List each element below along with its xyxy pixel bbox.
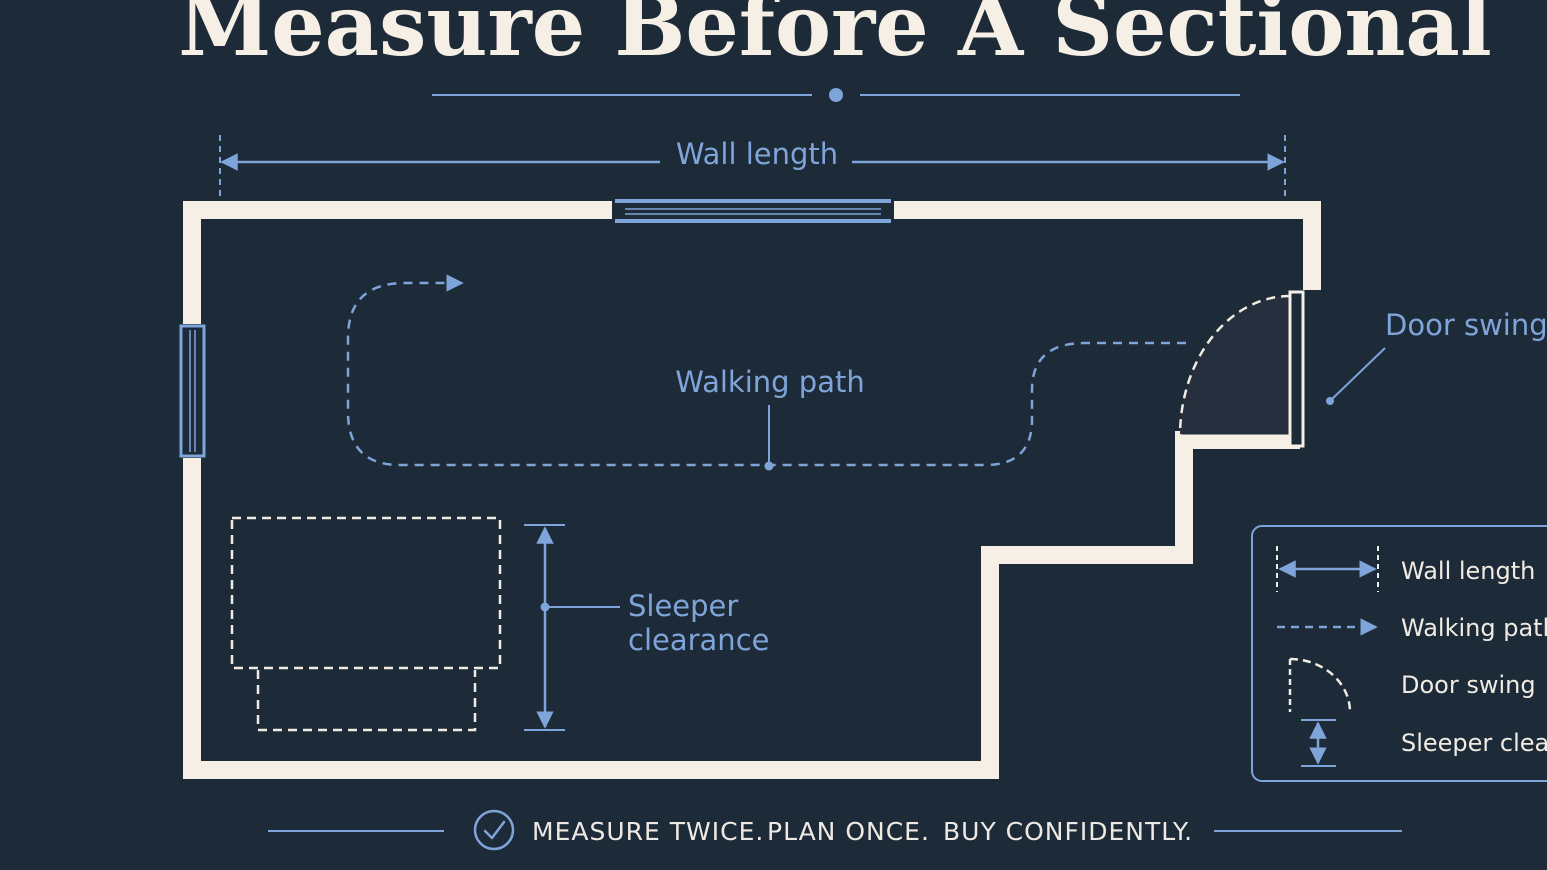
legend-item-door-swing: Door swing: [1401, 671, 1536, 699]
sleeper-clearance-label-line1: Sleeper: [628, 589, 738, 623]
door-swing-label: Door swing: [1385, 308, 1547, 342]
legend-item-walking-path: Walking path: [1401, 614, 1547, 642]
room-walls: [183, 201, 1321, 779]
sleeper-clearance-dimension: [524, 524, 620, 731]
walking-path-label: Walking path: [675, 365, 864, 399]
door-swing: [1178, 290, 1324, 450]
footer: MEASURE TWICE. PLAN ONCE. BUY CONFIDENTL…: [268, 809, 1402, 851]
footer-measure-twice: MEASURE TWICE.: [532, 817, 764, 846]
dimension-arrow-icon: [1276, 546, 1379, 592]
wall-length-label: Wall length: [676, 137, 838, 171]
footer-buy-confidently: BUY CONFIDENTLY.: [943, 817, 1193, 846]
vertical-dimension-icon: [1301, 719, 1336, 767]
title-divider: [432, 88, 1240, 102]
footer-plan-once: PLAN ONCE.: [767, 817, 930, 846]
top-window: [612, 199, 894, 223]
walking-path: [346, 274, 1186, 471]
legend-item-sleeper-clearance: Sleeper clearance: [1401, 729, 1547, 757]
sleeper-clearance-label-line2: clearance: [628, 623, 769, 657]
door-swing-leader: [1326, 347, 1386, 405]
page-title: Measure Before A Sectional: [178, 0, 1492, 75]
check-circle-icon: [473, 809, 515, 851]
legend-item-wall-length: Wall length: [1401, 557, 1535, 585]
sleeper-sofa-outline: [230, 516, 502, 732]
left-window: [179, 324, 206, 458]
legend: Wall length Walking path Door swing Slee…: [1251, 525, 1547, 782]
door-swing-icon: [1288, 657, 1352, 713]
wall-length-dimension: [219, 135, 1286, 200]
